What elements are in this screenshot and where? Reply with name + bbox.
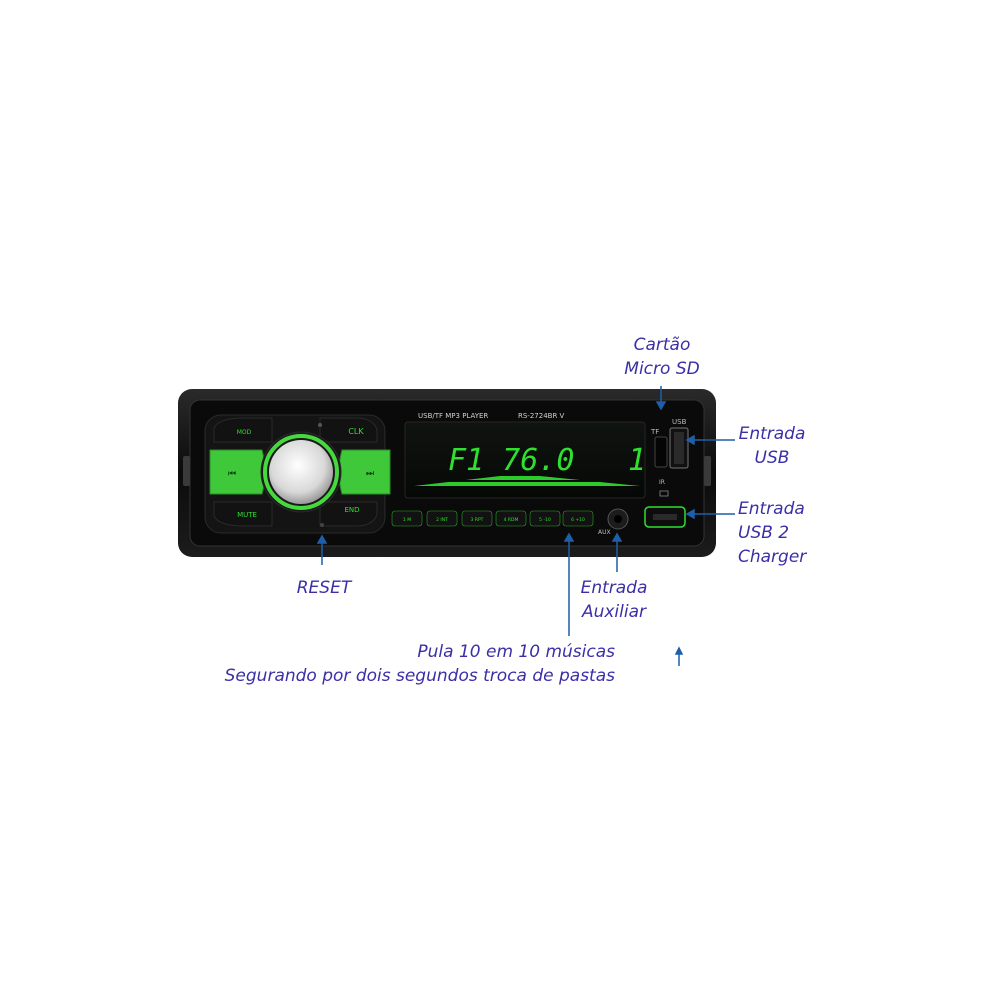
preset-button-5[interactable] bbox=[529, 510, 561, 527]
label-segurando: Segurando por dois segundos troca de pas… bbox=[224, 666, 615, 686]
mod-button-label: MOD bbox=[237, 429, 252, 436]
label-entrada-usb2-charger: Entrada USB 2 Charger bbox=[738, 497, 822, 569]
left-clip bbox=[183, 456, 190, 486]
ir-label: IR bbox=[659, 479, 665, 486]
prev-button[interactable] bbox=[209, 449, 266, 495]
preset-button-1[interactable] bbox=[391, 510, 423, 527]
label-entrada-usb: Entrada USB bbox=[730, 422, 814, 470]
label-cartao-micro-sd: Cartão Micro SD bbox=[614, 333, 710, 381]
pointer-usb-arrowhead bbox=[685, 434, 695, 446]
spectrum-bars bbox=[414, 476, 640, 486]
preset-label-2: 2 INT bbox=[436, 517, 448, 523]
pointer-stray-arrowhead bbox=[674, 646, 684, 655]
pointer-pula-arrowhead bbox=[563, 532, 575, 542]
header-left-label: USB/TF MP3 PLAYER bbox=[418, 412, 488, 420]
clk-button[interactable] bbox=[319, 417, 378, 443]
preset-label-6: 6 +10 bbox=[571, 517, 585, 523]
label-entrada-auxiliar: Entrada Auxiliar bbox=[568, 576, 660, 624]
display-screen bbox=[404, 421, 646, 499]
reset-hole[interactable] bbox=[320, 523, 324, 527]
display-main-text: F1 76.0 bbox=[448, 443, 574, 478]
display-channel-text: 1 bbox=[628, 443, 646, 478]
preset-label-1: 1 M bbox=[403, 517, 411, 523]
knob-ring bbox=[263, 434, 339, 510]
end-button-label: END bbox=[344, 506, 359, 514]
next-button[interactable] bbox=[338, 449, 391, 495]
pointer-cartao-arrowhead bbox=[655, 401, 667, 411]
preset-label-4: 4 RDM bbox=[504, 517, 519, 523]
label-cartao-line1: Cartão bbox=[633, 335, 691, 355]
mic-hole bbox=[318, 423, 322, 427]
label-entrada-usb2-line3: Charger bbox=[738, 547, 807, 567]
label-entrada-usb2-line1: Entrada bbox=[738, 499, 805, 519]
preset-button-3[interactable] bbox=[461, 510, 493, 527]
end-button[interactable] bbox=[319, 501, 378, 527]
usb-port-inner bbox=[674, 432, 684, 464]
preset-label-5: 5 -10 bbox=[539, 517, 551, 523]
mute-button-label: MUTE bbox=[237, 511, 257, 519]
label-entrada-auxiliar-line1: Entrada bbox=[580, 578, 648, 598]
preset-button-4[interactable] bbox=[495, 510, 527, 527]
preset-button-6[interactable] bbox=[562, 510, 594, 527]
clk-button-label: CLK bbox=[348, 427, 364, 436]
label-entrada-usb2-line2: USB 2 bbox=[738, 523, 790, 543]
label-entrada-usb-line1: Entrada bbox=[738, 424, 806, 444]
preset-button-2[interactable] bbox=[426, 510, 458, 527]
right-clip bbox=[704, 456, 711, 486]
pointer-aux-arrowhead bbox=[611, 532, 623, 542]
preset-label-3: 3 RPT bbox=[471, 517, 484, 523]
aux-jack-hole bbox=[614, 515, 622, 523]
usb2-charger-port-inner bbox=[653, 514, 677, 520]
label-entrada-usb-line2: USB bbox=[754, 448, 790, 468]
label-cartao-line2: Micro SD bbox=[624, 359, 700, 379]
pointer-usb2-arrowhead bbox=[685, 508, 695, 520]
usb-label: USB bbox=[672, 418, 687, 426]
charger-icon bbox=[659, 490, 669, 497]
pointer-reset-arrowhead bbox=[316, 534, 328, 544]
mute-button[interactable] bbox=[213, 501, 273, 527]
car-radio: MOD CLK ⏮ ⏭ MUTE END USB/TF MP3 PLAYER R… bbox=[178, 389, 716, 557]
label-pula-10: Pula 10 em 10 músicas bbox=[417, 642, 615, 662]
micro-sd-slot[interactable] bbox=[654, 436, 668, 468]
preset-buttons: 1 M 2 INT 3 RPT 4 RDM 5 -10 6 +10 bbox=[391, 510, 594, 527]
mod-button[interactable] bbox=[213, 417, 273, 443]
aux-label: AUX bbox=[598, 529, 611, 536]
prev-icon: ⏮ bbox=[228, 469, 236, 479]
header-right-label: RS-2724BR V bbox=[518, 412, 565, 420]
label-entrada-auxiliar-line2: Auxiliar bbox=[581, 602, 647, 622]
tf-label: TF bbox=[650, 428, 659, 436]
annotation-pointers bbox=[316, 386, 735, 666]
next-icon: ⏭ bbox=[366, 469, 374, 479]
volume-knob[interactable] bbox=[269, 440, 333, 504]
label-reset: RESET bbox=[296, 578, 352, 598]
